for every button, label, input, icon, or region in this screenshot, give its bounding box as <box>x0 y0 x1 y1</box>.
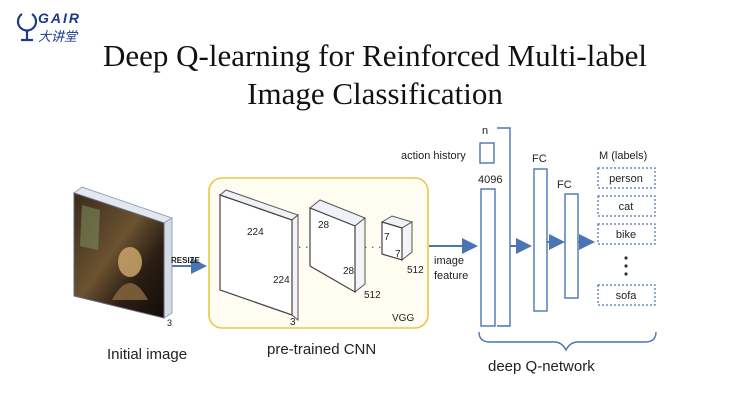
label-list: person cat bike sofa <box>597 167 656 306</box>
fc1-label: FC <box>532 153 547 165</box>
layer3-depth-label: 512 <box>407 265 424 276</box>
dots-2: · · · <box>364 241 381 254</box>
cnn-layer-1 <box>219 189 299 322</box>
cnn-layer-2 <box>309 199 366 294</box>
label-text: person <box>609 173 643 185</box>
ellipsis-dot <box>624 272 628 276</box>
label-text: bike <box>616 229 636 241</box>
slide-title-line-2: Image Classification <box>247 76 503 111</box>
feature-size-label: 4096 <box>478 174 502 186</box>
vgg-label: VGG <box>392 313 414 324</box>
label-box <box>597 167 656 189</box>
concat-bracket <box>497 127 511 327</box>
ellipsis-dot <box>624 264 628 268</box>
action-history-box <box>479 142 495 164</box>
logo-mark-icon <box>16 13 38 42</box>
logo-bottom-text: 大讲堂 <box>38 30 79 45</box>
logo-top-text: GAIR <box>38 10 81 26</box>
cnn-caption: pre-trained CNN <box>267 341 376 358</box>
layer1-height-label: 224 <box>247 227 264 238</box>
fc1-box <box>533 168 548 312</box>
ellipsis-dot <box>624 256 628 260</box>
initial-image <box>72 186 174 319</box>
layer3-width-label: 7 <box>395 249 401 260</box>
label-box <box>597 284 656 306</box>
layer2-depth-label: 512 <box>364 290 381 301</box>
layer2-height-label: 28 <box>318 220 330 231</box>
image-feature-label-line-1: image <box>434 255 464 267</box>
action-history-size-label: n <box>482 125 488 137</box>
initial-image-caption: Initial image <box>107 346 187 363</box>
action-history-label: action history <box>401 150 466 162</box>
layer2-width-label: 28 <box>343 266 355 277</box>
cnn-layer-3 <box>380 215 414 262</box>
initial-image-depth-label: 3 <box>167 318 172 328</box>
fc2-label: FC <box>557 179 572 191</box>
deep-q-network-caption: deep Q-network <box>488 358 595 375</box>
labels-header: M (labels) <box>599 150 647 162</box>
label-box <box>597 223 656 245</box>
layer1-width-label: 224 <box>273 275 290 286</box>
layer1-depth-label: 3 <box>290 317 296 328</box>
slide-title-line-1: Deep Q-learning for Reinforced Multi-lab… <box>102 38 647 73</box>
label-text: sofa <box>616 290 638 302</box>
layer3-height-label: 7 <box>384 232 390 243</box>
resize-label: RESIZE <box>171 256 201 265</box>
feature-vector-box <box>480 188 496 327</box>
image-feature-label-line-2: feature <box>434 270 468 282</box>
gair-logo: GAIR 大讲堂 <box>16 10 81 45</box>
label-box <box>597 195 656 217</box>
label-text: cat <box>619 201 634 213</box>
fc2-box <box>564 193 579 299</box>
deep-q-network-brace <box>478 331 657 352</box>
